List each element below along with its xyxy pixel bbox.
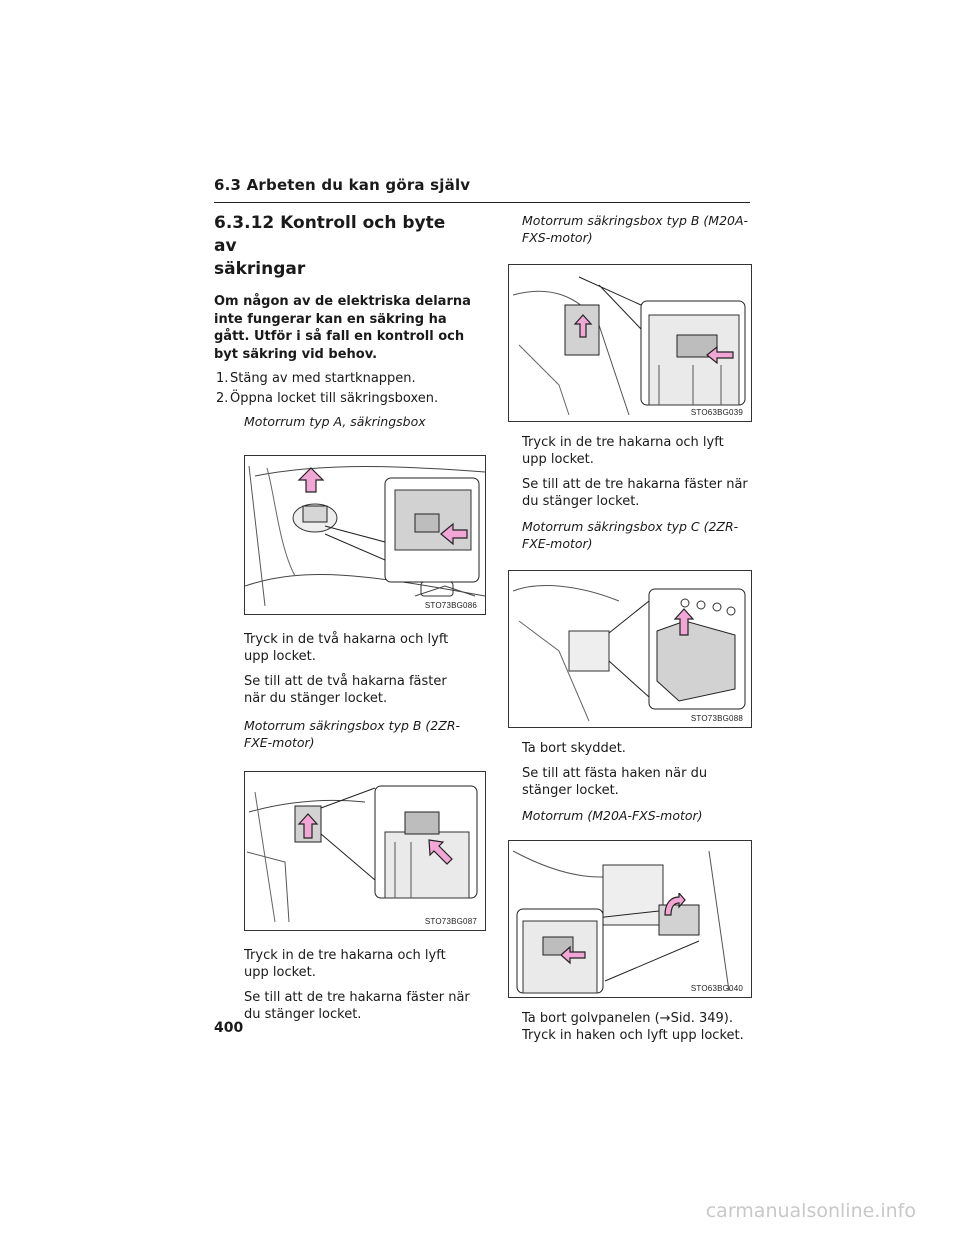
figure-type-a: STO73BG086 xyxy=(244,455,486,615)
figure-type-b-m20a: STO63BG039 xyxy=(508,264,752,422)
type-b-m20a-instruction: Tryck in de tre hakarna och lyft upp loc… xyxy=(522,435,724,467)
step-2-number: 2. xyxy=(216,391,229,406)
engine-bay-type-c-illustration xyxy=(512,585,746,722)
type-a-instruction: Tryck in de två hakarna och lyft upp loc… xyxy=(244,632,449,664)
arrow-diagonal-icon xyxy=(428,839,453,865)
section-title: 6.3.12 Kontroll och byte av säkringar xyxy=(214,212,472,281)
step-2: 2.Öppna locket till säkringsboxen. xyxy=(214,389,472,409)
figure-label-type-a: STO73BG086 xyxy=(424,601,477,610)
section-title-line2: säkringar xyxy=(214,259,306,279)
arrow-left-icon xyxy=(440,522,468,546)
figure-type-c: STO73BG088 xyxy=(508,570,752,728)
arrow-left-icon xyxy=(560,945,586,965)
step-1: 1.Stäng av med startknappen. xyxy=(214,369,472,389)
right-column: Motorrum säkringsbox typ B (M20A-FXS-mot… xyxy=(492,212,752,1052)
type-c-instruction: Ta bort skyddet. xyxy=(522,741,626,756)
arrow-up-icon xyxy=(573,314,593,338)
step-1-text: Stäng av med startknappen. xyxy=(230,371,416,386)
m20a-instruction-2: Tryck in haken och lyft upp locket. xyxy=(522,1028,744,1043)
engine-bay-type-b-2zr-illustration xyxy=(246,785,478,923)
engine-bay-type-b-m20a-illustration xyxy=(512,276,746,416)
figure-type-b-2zr: STO73BG087 xyxy=(244,771,486,931)
running-header: 6.3 Arbeten du kan göra själv xyxy=(214,176,750,203)
intro-text: Om någon av de elektriska delarna inte f… xyxy=(214,294,471,362)
step-2-text: Öppna locket till säkringsboxen. xyxy=(230,391,439,406)
type-a-note: Se till att de två hakarna fäster när du… xyxy=(244,674,447,706)
section-title-line1: 6.3.12 Kontroll och byte av xyxy=(214,213,446,256)
left-column: 6.3.12 Kontroll och byte av säkringar Om… xyxy=(214,212,486,1031)
steps-list: 1.Stäng av med startknappen. 2.Öppna loc… xyxy=(214,369,472,409)
arrow-up-icon xyxy=(673,608,695,636)
header-title: 6.3 Arbeten du kan göra själv xyxy=(214,176,471,194)
page-number: 400 xyxy=(214,1020,244,1036)
type-b-2zr-instruction: Tryck in de tre hakarna och lyft upp loc… xyxy=(244,948,446,980)
arrow-left-icon xyxy=(706,345,734,365)
figure-m20a: STO63BG040 xyxy=(508,840,752,998)
caption-type-c: Motorrum säkringsbox typ C (2ZR-FXE-moto… xyxy=(522,519,739,551)
caption-type-b-2zr: Motorrum säkringsbox typ B (2ZR-FXE-moto… xyxy=(244,718,461,750)
m20a-instruction-1: Ta bort golvpanelen (→Sid. 349). xyxy=(522,1011,733,1026)
step-1-number: 1. xyxy=(216,371,229,386)
arrow-up-icon xyxy=(297,813,319,839)
type-b-m20a-note: Se till att de tre hakarna fäster när du… xyxy=(522,477,748,509)
figure-label-m20a: STO63BG040 xyxy=(690,984,743,993)
engine-bay-type-a-illustration xyxy=(245,465,485,607)
arrow-up-icon xyxy=(297,467,325,493)
caption-type-b-m20a: Motorrum säkringsbox typ B (M20A-FXS-mot… xyxy=(522,213,749,245)
curved-arrow-icon xyxy=(664,893,686,916)
figure-label-type-c: STO73BG088 xyxy=(690,714,743,723)
type-b-2zr-note: Se till att de tre hakarna fäster när du… xyxy=(244,990,470,1022)
caption-m20a: Motorrum (M20A-FXS-motor) xyxy=(522,808,703,823)
header-rule xyxy=(214,202,750,203)
figure-label-type-b-m20a: STO63BG039 xyxy=(690,408,743,417)
type-c-note: Se till att fästa haken när du stänger l… xyxy=(522,766,708,798)
caption-type-a: Motorrum typ A, säkringsbox xyxy=(244,414,426,429)
figure-label-type-b-2zr: STO73BG087 xyxy=(424,917,477,926)
engine-bay-m20a-illustration xyxy=(512,850,730,994)
watermark: carmanualsonline.info xyxy=(705,1200,916,1222)
